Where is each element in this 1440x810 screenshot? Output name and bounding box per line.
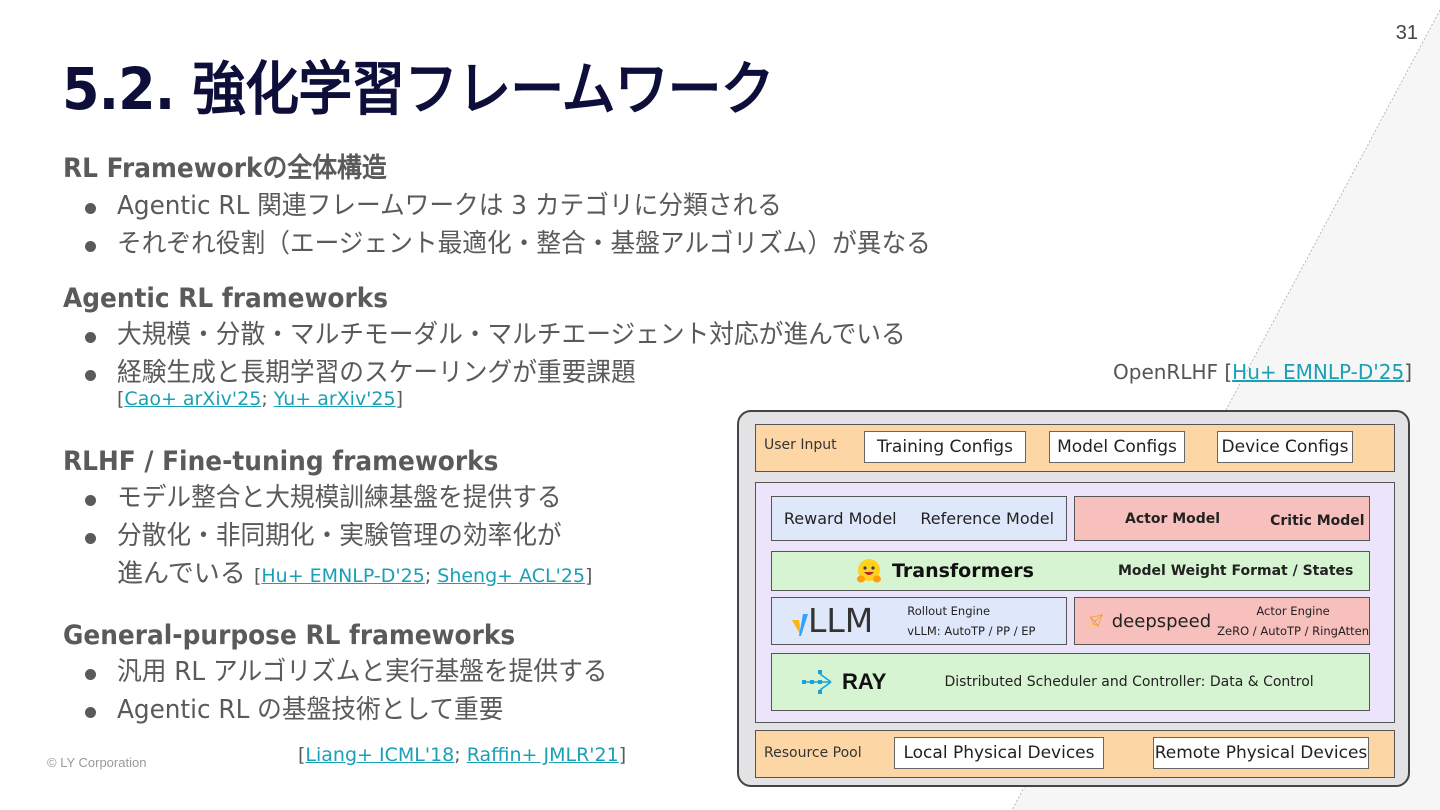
ray-label: RAY xyxy=(842,669,887,694)
citation-link[interactable]: Liang+ ICML'18 xyxy=(305,744,455,766)
citation: [Hu+ EMNLP-D'25; Sheng+ ACL'25] xyxy=(253,565,593,587)
deepspeed-label: deepspeed xyxy=(1111,610,1212,632)
citation: [Liang+ ICML'18; Raffin+ JMLR'21] xyxy=(298,744,627,766)
bullet-item: 汎用 RL アルゴリズムと実行基盤を提供する xyxy=(63,653,633,691)
openrlhf-diagram: User Input Training Configs Model Config… xyxy=(737,410,1410,787)
citation-link[interactable]: Hu+ EMNLP-D'25 xyxy=(1232,360,1405,384)
resource-pool-label: Resource Pool xyxy=(764,745,862,761)
reference-model-label: Reference Model xyxy=(920,509,1055,528)
remote-devices-box: Remote Physical Devices xyxy=(1153,737,1369,769)
slide-title: 5.2. 強化学習フレームワーク xyxy=(62,55,775,123)
transformers-desc: Model Weight Format / States xyxy=(1117,563,1354,579)
section-rlhf: RLHF / Fine-tuning frameworks モデル整合と大規模訓… xyxy=(63,446,592,595)
bullet-item: 経験生成と長期学習のスケーリングが重要課題 xyxy=(63,354,947,392)
deepspeed-box: deepspeed Actor Engine ZeRO / AutoTP / R… xyxy=(1074,597,1370,645)
deepspeed-desc: ZeRO / AutoTP / RingAtten xyxy=(1217,624,1369,638)
resource-pool-band: Resource Pool Local Physical Devices Rem… xyxy=(755,730,1395,778)
bullet-continuation: 進んでいる [Hu+ EMNLP-D'25; Sheng+ ACL'25] xyxy=(117,559,593,589)
section-heading: RL Frameworkの全体構造 xyxy=(63,153,387,184)
deepspeed-icon xyxy=(1089,614,1103,628)
bullet-item: 分散化・非同期化・実験管理の効率化が xyxy=(63,517,592,555)
section-heading: RLHF / Fine-tuning frameworks xyxy=(63,446,499,477)
transformers-label: Transformers xyxy=(892,560,1034,582)
transformers-box: Transformers Model Weight Format / State… xyxy=(771,551,1370,591)
user-input-label: User Input xyxy=(764,437,837,453)
device-configs-box: Device Configs xyxy=(1217,431,1353,463)
ray-desc: Distributed Scheduler and Controller: Da… xyxy=(944,674,1314,690)
section-heading: Agentic RL frameworks xyxy=(63,283,389,314)
deepspeed-role: Actor Engine xyxy=(1256,604,1330,618)
section-agentic-rl: Agentic RL frameworks 大規模・分散・マルチモーダル・マルチ… xyxy=(63,283,947,410)
diagram-caption: OpenRLHF [Hu+ EMNLP-D'25] xyxy=(1113,360,1412,384)
user-input-band: User Input Training Configs Model Config… xyxy=(755,424,1395,472)
actor-model-label: Actor Model xyxy=(1125,510,1221,527)
vllm-logo: LLM xyxy=(792,604,873,637)
citation-link[interactable]: Yu+ arXiv'25 xyxy=(273,388,396,410)
section-overview: RL Frameworkの全体構造 Agentic RL 関連フレームワークは … xyxy=(63,146,974,263)
citation-link[interactable]: Sheng+ ACL'25 xyxy=(437,565,586,587)
bullet-item: Agentic RL の基盤技術として重要 xyxy=(63,691,633,729)
model-configs-box: Model Configs xyxy=(1049,431,1185,463)
page-number: 31 xyxy=(1395,22,1418,44)
citation: [Cao+ arXiv'25; Yu+ arXiv'25] xyxy=(117,388,404,410)
vllm-box: LLM Rollout Engine vLLM: AutoTP / PP / E… xyxy=(771,597,1067,645)
bullet-item: モデル整合と大規模訓練基盤を提供する xyxy=(63,479,592,517)
bullet-item: Agentic RL 関連フレームワークは 3 カテゴリに分類される xyxy=(63,187,974,225)
ray-icon xyxy=(802,670,832,694)
ray-box: RAY Distributed Scheduler and Controller… xyxy=(771,653,1370,711)
copyright-footer: © LY Corporation xyxy=(47,755,147,770)
reward-reference-box: Reward Model Reference Model xyxy=(771,496,1067,541)
citation-link[interactable]: Raffin+ JMLR'21 xyxy=(466,744,619,766)
core-engine-band: Reward Model Reference Model Actor Model… xyxy=(755,482,1395,723)
critic-model-label: Critic Model xyxy=(1270,512,1365,529)
section-heading: General-purpose RL frameworks xyxy=(63,620,516,651)
section-general-rl: General-purpose RL frameworks 汎用 RL アルゴリ… xyxy=(63,620,633,729)
bullet-item: 大規模・分散・マルチモーダル・マルチエージェント対応が進んでいる xyxy=(63,316,947,354)
actor-critic-box: Actor Model Critic Model xyxy=(1074,496,1370,541)
vllm-desc: vLLM: AutoTP / PP / EP xyxy=(907,624,1036,638)
bullet-item: それぞれ役割（エージェント最適化・整合・基盤アルゴリズム）が異なる xyxy=(63,225,974,263)
local-devices-box: Local Physical Devices xyxy=(894,737,1104,769)
reward-model-label: Reward Model xyxy=(783,509,897,528)
hugging-face-icon xyxy=(857,559,881,583)
citation-link[interactable]: Hu+ EMNLP-D'25 xyxy=(261,565,425,587)
vllm-role: Rollout Engine xyxy=(907,604,991,618)
training-configs-box: Training Configs xyxy=(864,431,1026,463)
vllm-v-icon xyxy=(792,614,808,636)
citation-link[interactable]: Cao+ arXiv'25 xyxy=(124,388,262,410)
